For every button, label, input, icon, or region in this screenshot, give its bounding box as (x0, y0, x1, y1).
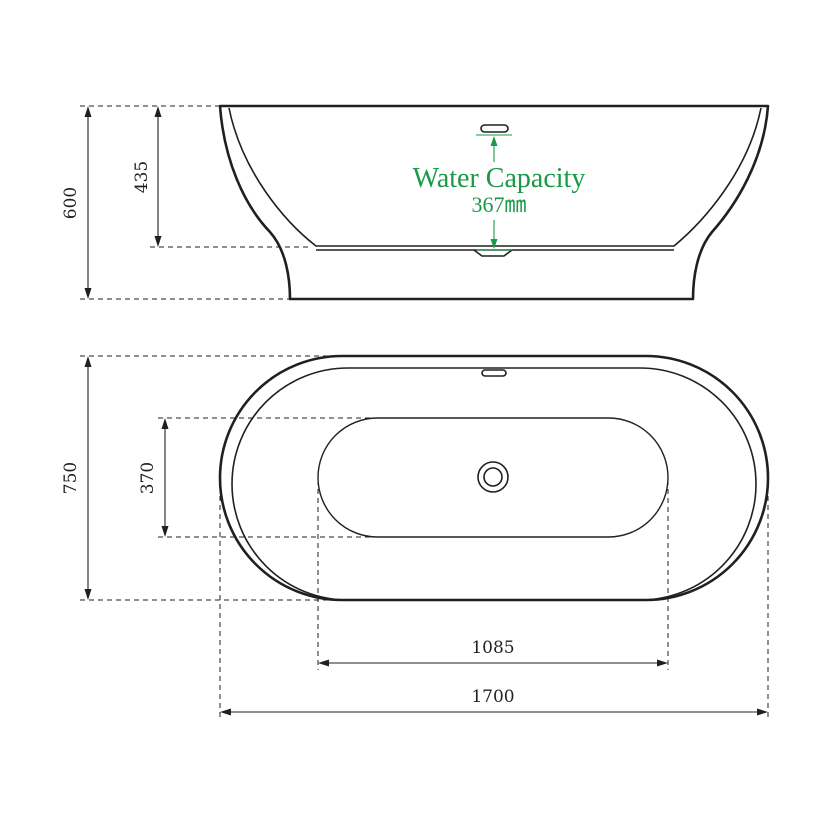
side-view-outline (218, 104, 770, 301)
side-view-overflow (480, 124, 509, 133)
side-view-drain (473, 249, 513, 257)
depth-label: 435 (132, 161, 152, 193)
inner-length-label: 1085 (471, 638, 514, 658)
dimension-inner-width-370: 370 (138, 418, 169, 537)
water-capacity-value: 367㎜ (471, 192, 526, 217)
top-view-basin-floor (317, 417, 669, 538)
inner-width-label: 370 (138, 462, 158, 494)
dimension-height-600: 600 (61, 106, 92, 299)
dimension-length-1700: 1700 (220, 687, 768, 716)
top-view-drain-inner (483, 467, 503, 487)
length-label: 1700 (471, 687, 514, 707)
dimension-inner-length-1085: 1085 (318, 638, 668, 667)
dimension-width-750: 750 (61, 356, 92, 600)
water-capacity-title: Water Capacity (413, 163, 586, 194)
top-view-drain-outer (477, 461, 509, 493)
height-label: 600 (61, 187, 81, 219)
top-view: 750 370 1085 17 (61, 354, 770, 720)
side-view: 600 435 Water Capacity 367㎜ (61, 104, 770, 301)
top-view-overflow (481, 369, 507, 377)
dimension-depth-435: 435 (132, 106, 162, 247)
water-capacity-indicator: Water Capacity 367㎜ (413, 134, 586, 251)
top-view-inner-rim (231, 367, 757, 601)
width-label: 750 (61, 462, 81, 494)
